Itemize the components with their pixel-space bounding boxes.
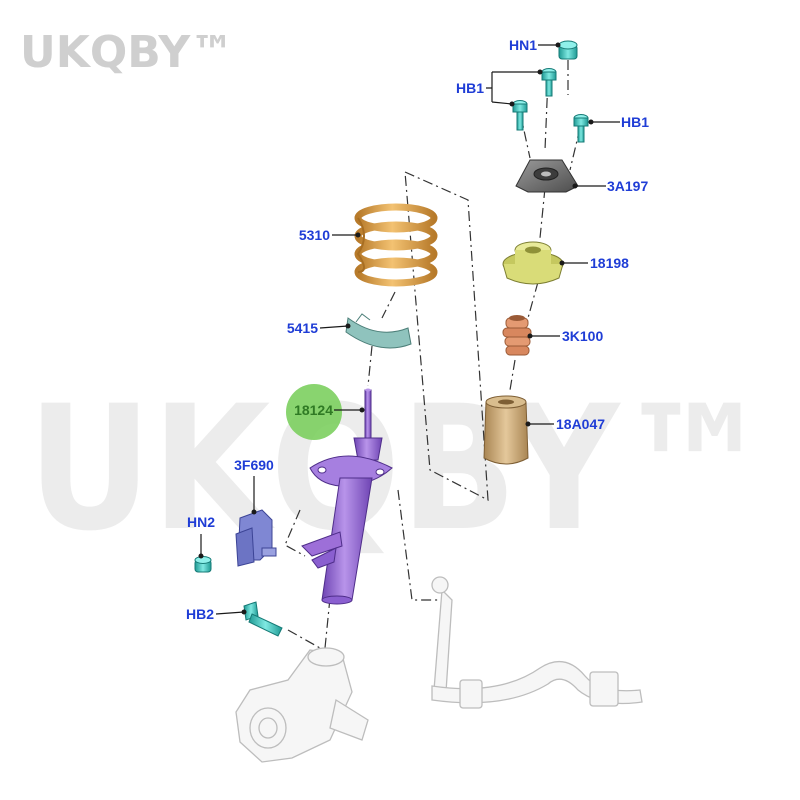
label-spring-seat: 18198 bbox=[590, 255, 629, 271]
label-spring-isolator: 5415 bbox=[287, 320, 318, 336]
spring-seat-part bbox=[502, 241, 564, 285]
spring-isolator-part bbox=[345, 313, 412, 349]
part-labels: HN1 HB1 HB1 3A197 5310 18198 5415 3K100 … bbox=[186, 37, 649, 622]
lower-nut-hn2 bbox=[194, 556, 212, 573]
label-hb1-right: HB1 bbox=[621, 114, 649, 130]
lower-bolt-hb2 bbox=[243, 601, 283, 637]
label-hb2: HB2 bbox=[186, 606, 214, 622]
strut-assembly-part bbox=[301, 388, 393, 605]
label-dust-boot: 18A047 bbox=[556, 416, 605, 432]
label-strut: 18124 bbox=[294, 402, 333, 418]
top-bolt-hb1-upper bbox=[541, 68, 557, 97]
part-highlight-circle bbox=[286, 384, 342, 440]
label-hb1-upper: HB1 bbox=[456, 80, 484, 96]
label-bump-stop: 3K100 bbox=[562, 328, 603, 344]
brand-watermark-large: UKQBY™ bbox=[28, 368, 773, 569]
coil-spring-part bbox=[354, 203, 438, 287]
top-nut-hn1 bbox=[558, 40, 578, 60]
label-hn2: HN2 bbox=[187, 514, 215, 530]
top-bolt-hb1-lower bbox=[512, 100, 528, 131]
label-coil-spring: 5310 bbox=[299, 227, 330, 243]
steering-knuckle-ghost bbox=[235, 647, 369, 763]
label-bracket: 3F690 bbox=[234, 457, 274, 473]
leader-lines bbox=[200, 44, 620, 615]
anti-roll-bar-ghost bbox=[431, 576, 643, 709]
dust-boot-part bbox=[483, 395, 529, 465]
top-bolt-hb1-right bbox=[573, 114, 589, 143]
top-mount-part bbox=[515, 159, 579, 193]
leader-dots bbox=[198, 42, 594, 615]
label-hn1: HN1 bbox=[509, 37, 537, 53]
bump-stop-part bbox=[502, 315, 532, 356]
label-top-mount: 3A197 bbox=[607, 178, 648, 194]
bracket-part bbox=[235, 509, 277, 567]
brand-logo-top-left: UKQBY™ bbox=[20, 27, 234, 78]
